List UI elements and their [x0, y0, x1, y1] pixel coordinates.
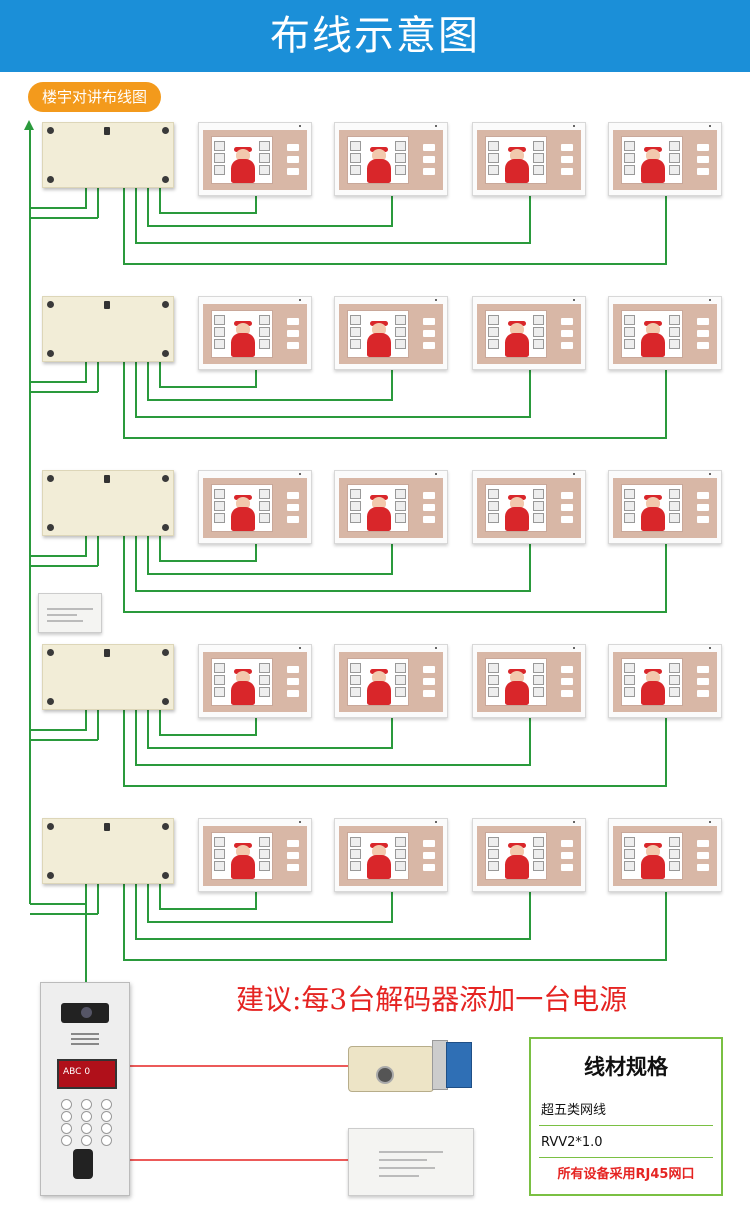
indoor-monitor	[334, 470, 448, 544]
indoor-monitor	[334, 296, 448, 370]
indoor-monitor	[198, 644, 312, 718]
decoder-box	[42, 296, 174, 362]
indoor-monitor	[608, 470, 722, 544]
camera-icon	[61, 1003, 109, 1023]
keypad-key	[61, 1135, 72, 1146]
key-cylinder-icon	[376, 1066, 394, 1084]
spec-footer: 所有设备采用RJ45网口	[557, 1167, 695, 1182]
wire-decoder-monitor	[147, 710, 393, 749]
wire-bus-left	[30, 362, 87, 383]
wire-decoder-monitor	[147, 188, 393, 227]
wire-decoder-monitor	[159, 710, 257, 736]
wire-bus-left	[30, 188, 87, 209]
power-supply-side	[38, 593, 102, 633]
wire-decoder-monitor	[123, 536, 667, 613]
power-supply	[348, 1128, 474, 1196]
keypad-key	[61, 1123, 72, 1134]
fingerprint-reader-icon	[73, 1149, 93, 1179]
indoor-monitor	[608, 818, 722, 892]
indoor-monitor	[472, 296, 586, 370]
keypad-key	[101, 1135, 112, 1146]
cable-spec-box: 线材规格 超五类网线 RVV2*1.0 所有设备采用RJ45网口	[529, 1037, 723, 1196]
electric-lock	[346, 1036, 474, 1096]
wire-bus-left	[30, 536, 87, 557]
diagram-badge: 楼宇对讲布线图	[28, 82, 162, 112]
wire-decoder-monitor	[147, 536, 393, 575]
indoor-monitor	[334, 644, 448, 718]
decoder-box	[42, 644, 174, 710]
indoor-monitor	[198, 470, 312, 544]
keypad-key	[61, 1111, 72, 1122]
keypad-key	[101, 1111, 112, 1122]
keypad-key	[81, 1123, 92, 1134]
wire-decoder-monitor	[123, 362, 667, 439]
keypad-key	[101, 1123, 112, 1134]
keypad-key	[81, 1111, 92, 1122]
indoor-monitor	[608, 296, 722, 370]
indoor-monitor	[472, 644, 586, 718]
spec-title: 线材规格	[584, 1055, 668, 1079]
wire-decoder-monitor	[159, 884, 257, 910]
indoor-monitor	[608, 122, 722, 196]
outdoor-panel: ABC 0	[40, 982, 130, 1196]
indoor-monitor	[334, 818, 448, 892]
wire-bus-left	[30, 884, 87, 905]
wire-decoder-monitor	[123, 710, 667, 787]
wire-decoder-monitor	[123, 188, 667, 265]
keypad-key	[81, 1099, 92, 1110]
wire-decoder-monitor	[159, 362, 257, 388]
wire-bus-left	[30, 710, 87, 731]
decoder-box	[42, 122, 174, 188]
wire-decoder-monitor	[147, 884, 393, 923]
decoder-box	[42, 470, 174, 536]
panel-display: ABC 0	[57, 1059, 117, 1089]
keypad-key	[101, 1099, 112, 1110]
panel-display-text: ABC 0	[63, 1067, 91, 1077]
wire-decoder-monitor	[159, 188, 257, 214]
spec-cable-2: RVV2*1.0	[541, 1135, 603, 1150]
power-supply-note: 建议:每3台解码器添加一台电源	[236, 983, 628, 1016]
indoor-monitor	[472, 818, 586, 892]
wire-decoder-monitor	[135, 884, 531, 940]
wire-decoder-monitor	[135, 536, 531, 592]
wire-decoder-monitor	[159, 536, 257, 562]
indoor-monitor	[198, 296, 312, 370]
keypad-key	[81, 1135, 92, 1146]
indoor-monitor	[472, 122, 586, 196]
spec-cable-1: 超五类网线	[541, 1103, 607, 1118]
wire-decoder-monitor	[147, 362, 393, 401]
arrow-up-icon	[24, 120, 34, 130]
wire-decoder-monitor	[135, 362, 531, 418]
wire-decoder-monitor	[135, 188, 531, 244]
indoor-monitor	[608, 644, 722, 718]
decoder-box	[42, 818, 174, 884]
wire-decoder-monitor	[123, 884, 667, 961]
wire-decoder-monitor	[135, 710, 531, 766]
indoor-monitor	[334, 122, 448, 196]
indoor-monitor	[198, 818, 312, 892]
page-title: 布线示意图	[0, 0, 750, 72]
keypad-key	[61, 1099, 72, 1110]
indoor-monitor	[198, 122, 312, 196]
indoor-monitor	[472, 470, 586, 544]
